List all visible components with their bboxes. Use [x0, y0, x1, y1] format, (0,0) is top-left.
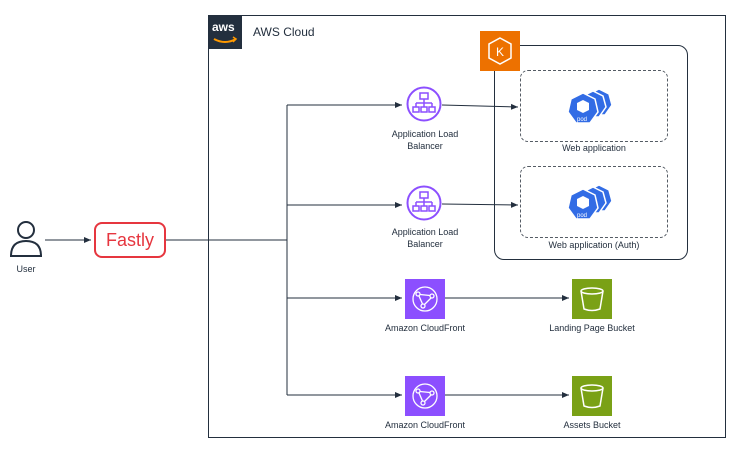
alb-2-label: Application Load Balancer: [391, 227, 459, 249]
k8s-pod-icon: pod: [565, 182, 621, 224]
aws-cloud-group: [208, 15, 726, 438]
landing-bucket-label: Landing Page Bucket: [549, 323, 635, 333]
svg-text:pod: pod: [577, 213, 587, 219]
alb-1-label: Application Load Balancer: [391, 129, 459, 151]
user-label: User: [16, 264, 36, 274]
aws-cloud-title: AWS Cloud: [253, 25, 315, 39]
web-app-auth-group: [520, 166, 668, 238]
aws-logo-icon: aws: [208, 15, 242, 49]
s3-bucket-icon: [572, 279, 612, 319]
eks-icon: K: [480, 31, 520, 71]
web-app-auth-label: Web application (Auth): [548, 240, 640, 250]
alb-icon: [406, 86, 442, 122]
svg-text:K: K: [496, 45, 504, 59]
alb-icon: [406, 185, 442, 221]
cloudfront-2-label: Amazon CloudFront: [384, 420, 466, 430]
k8s-pod-icon: pod: [565, 86, 621, 128]
fastly-node: Fastly: [94, 222, 166, 258]
user-icon: [9, 221, 43, 257]
cloudfront-icon: [405, 279, 445, 319]
eks-cluster-group: [494, 45, 688, 260]
svg-text:pod: pod: [577, 117, 587, 123]
assets-bucket-label: Assets Bucket: [563, 420, 621, 430]
user-node: [8, 219, 44, 259]
cloudfront-icon: [405, 376, 445, 416]
s3-bucket-icon: [572, 376, 612, 416]
web-app-group: [520, 70, 668, 142]
cloudfront-1-label: Amazon CloudFront: [384, 323, 466, 333]
web-app-label: Web application: [562, 143, 626, 153]
